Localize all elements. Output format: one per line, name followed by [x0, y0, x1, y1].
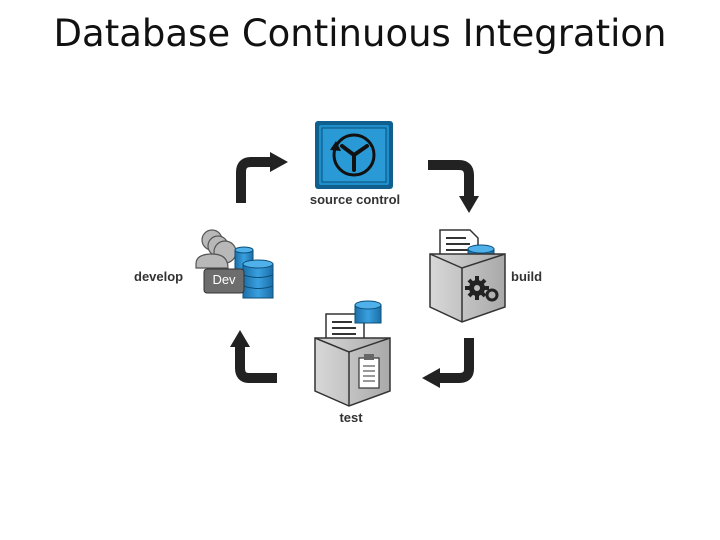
arrow-test-to-develop-icon	[230, 330, 277, 383]
build-box-icon	[429, 229, 506, 323]
arrow-develop-to-source-icon	[236, 152, 288, 203]
clipboard-icon	[358, 354, 380, 389]
develop-label: develop	[134, 269, 184, 284]
dev-badge-label: Dev	[212, 272, 236, 287]
arrow-source-to-build-icon	[428, 160, 479, 213]
test-box-icon	[314, 300, 391, 407]
developers-icon	[195, 229, 274, 299]
test-database-icon	[354, 300, 382, 324]
gear-icon	[465, 276, 499, 302]
source-control-label: source control	[309, 192, 401, 207]
developer-databases-icon	[234, 246, 274, 299]
build-label: build	[511, 269, 543, 284]
page-title: Database Continuous Integration	[53, 12, 667, 55]
test-label: test	[339, 410, 363, 425]
arrow-build-to-test-icon	[422, 338, 474, 388]
source-control-icon	[315, 121, 393, 189]
